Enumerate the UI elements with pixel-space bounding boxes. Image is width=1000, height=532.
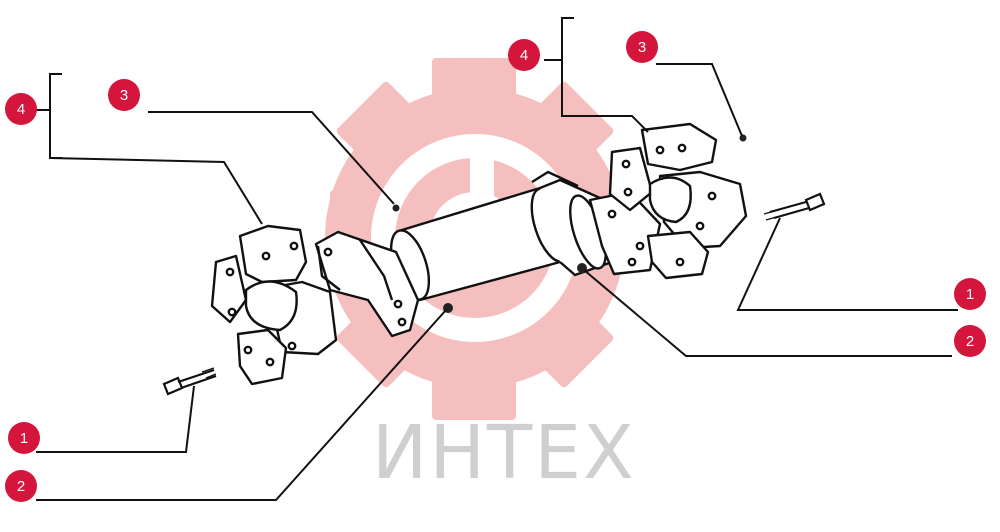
callout-right-1: 1 [954,278,986,310]
callout-right-4: 4 [508,39,540,71]
callout-right-2: 2 [954,325,986,357]
svg-text:3: 3 [638,39,646,56]
right-bolt [763,192,826,221]
svg-text:4: 4 [520,47,528,64]
svg-text:1: 1 [20,430,28,447]
callout-left-1: 1 [8,422,40,454]
left-universal-joint-cross [210,224,338,386]
callout-left-2: 2 [5,470,37,502]
callout-left-3: 3 [108,79,140,111]
leader-lines [36,17,958,501]
callout-right-3: 3 [626,31,658,63]
svg-text:2: 2 [17,478,25,495]
svg-text:3: 3 [120,87,128,104]
watermark-brand-text: ИНТЕХ [372,410,636,496]
left-yoke [314,230,420,338]
svg-text:1: 1 [966,286,974,303]
svg-text:4: 4 [17,101,25,118]
svg-text:2: 2 [966,333,974,350]
callout-left-4: 4 [5,93,37,125]
right-universal-joint-cross [608,122,748,280]
left-bolt [162,367,217,396]
